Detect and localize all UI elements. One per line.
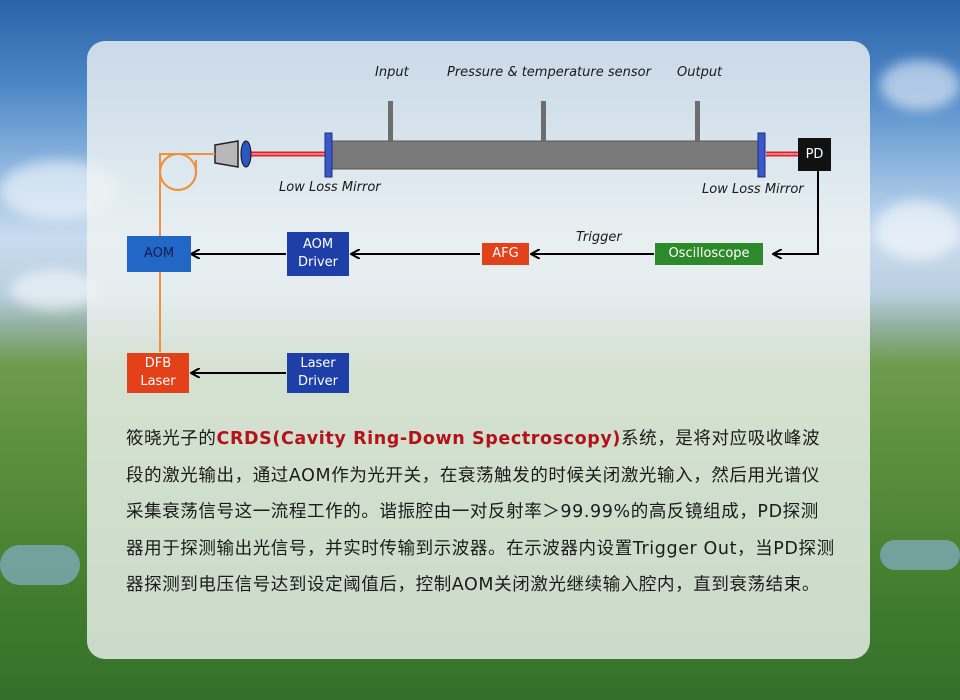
sensor-label: Pressure & temperature sensor (447, 65, 651, 80)
mirror-right (757, 132, 766, 178)
description-highlight: CRDS(Cavity Ring-Down Spectroscopy) (216, 429, 621, 449)
aom-box: AOM (127, 236, 191, 272)
aom-driver-line1: AOM (302, 237, 334, 252)
mirror-left (324, 132, 333, 178)
output-label: Output (677, 65, 723, 80)
pd-oscilloscope-wire (774, 171, 819, 254)
oscilloscope-box: Oscilloscope (655, 243, 763, 265)
collimator-icon (214, 140, 239, 168)
input-port (388, 101, 393, 141)
laser-driver-box: Laser Driver (287, 353, 349, 393)
dfb-line1: DFB (144, 356, 172, 371)
pd-label: PD (805, 146, 824, 162)
description-paragraph: 筱晓光子的CRDS(Cavity Ring-Down Spectroscopy)… (126, 421, 836, 604)
output-port (695, 101, 700, 141)
mirror-left-label: Low Loss Mirror (279, 180, 381, 195)
laser-driver-line2: Driver (297, 374, 338, 389)
trigger-label: Trigger (576, 230, 622, 245)
aom-label: AOM (143, 246, 175, 261)
dfb-laser-box: DFB Laser (127, 353, 189, 393)
input-label: Input (375, 65, 409, 80)
aom-driver-box: AOM Driver (287, 232, 349, 276)
mirror-right-label: Low Loss Mirror (702, 182, 804, 197)
fiber-coil (159, 153, 197, 191)
description-prefix: 筱晓光子的 (126, 429, 217, 449)
sensor-port (541, 101, 546, 141)
lens-icon (240, 140, 252, 168)
oscilloscope-label: Oscilloscope (668, 246, 750, 261)
dfb-line2: Laser (140, 374, 176, 389)
pd-box: PD (798, 138, 831, 171)
description-body: 系统，是将对应吸收峰波段的激光输出，通过AOM作为光开关，在衰荡触发的时候关闭激… (126, 429, 835, 595)
aom-driver-line2: Driver (297, 255, 338, 270)
cavity-tube (331, 140, 759, 170)
laser-driver-line1: Laser (300, 356, 336, 371)
afg-box: AFG (482, 243, 529, 265)
afg-label: AFG (492, 246, 519, 261)
